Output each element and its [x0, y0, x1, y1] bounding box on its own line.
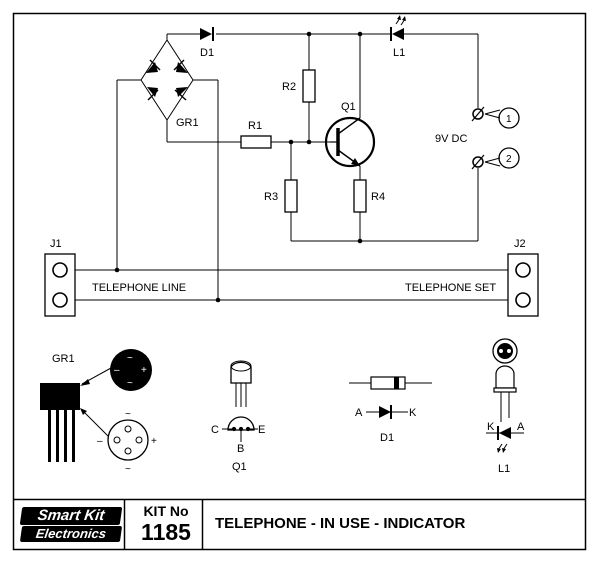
svg-text:~: ~	[127, 353, 133, 364]
label-terminal-1: 1	[506, 114, 512, 125]
pinout-gr1-plus: +	[151, 436, 157, 447]
pinout-q1-c: C	[211, 424, 219, 436]
pinout-l1-k: K	[487, 421, 495, 433]
label-r2: R2	[282, 81, 296, 93]
j2-connector	[507, 253, 539, 317]
kit-number-label: KIT No	[143, 503, 189, 519]
q1-transistor-symbol	[324, 116, 376, 168]
pinout-l1-a: A	[517, 421, 525, 433]
label-j1: J1	[50, 238, 62, 250]
pinout-d1-a: A	[355, 407, 363, 419]
pinout-d1-title: D1	[380, 432, 394, 444]
l1-package-drawing	[486, 338, 524, 453]
pinout-gr1-ac-top: ~	[125, 409, 131, 420]
d1-diode-symbol	[200, 27, 214, 41]
label-terminal-2: 2	[506, 154, 512, 165]
d1-package-drawing	[349, 376, 432, 419]
label-l1: L1	[393, 47, 405, 59]
svg-text:~: ~	[127, 378, 133, 389]
r3-resistor	[284, 179, 298, 213]
junction-dots	[114, 31, 363, 303]
pinout-gr1-minus: –	[97, 436, 103, 447]
pinout-q1-b: B	[237, 443, 244, 455]
label-supply: 9V DC	[435, 133, 467, 145]
gr1-package-drawing: ~ ~ – +	[40, 349, 152, 462]
label-j2: J2	[514, 238, 526, 250]
supply-terminals	[471, 106, 520, 170]
label-telephone-set: TELEPHONE SET	[405, 282, 496, 294]
r1-resistor	[240, 135, 272, 149]
smart-kit-logo: Smart Kit Electronics	[19, 507, 123, 543]
title-block: Smart Kit Electronics KIT No 1185 TELEPH…	[13, 499, 585, 549]
kit-number: 1185	[141, 519, 191, 545]
label-gr1: GR1	[176, 117, 199, 129]
pinout-l1-title: L1	[498, 463, 510, 475]
kit-title: TELEPHONE - IN USE - INDICATOR	[215, 515, 466, 532]
label-telephone-line: TELEPHONE LINE	[92, 282, 186, 294]
label-r1: R1	[248, 120, 262, 132]
label-r4: R4	[371, 191, 385, 203]
j1-connector	[44, 253, 76, 317]
svg-text:+: +	[141, 365, 147, 376]
svg-text:–: –	[114, 365, 120, 376]
q1-package-drawing	[222, 360, 258, 442]
pinout-q1-e: E	[258, 424, 265, 436]
logo-line-1: Smart Kit	[19, 507, 123, 525]
label-q1: Q1	[341, 101, 356, 113]
pinout-gr1-ac-bottom: ~	[125, 464, 131, 475]
pinout-d1-k: K	[409, 407, 417, 419]
label-r3: R3	[264, 191, 278, 203]
r4-resistor	[353, 179, 367, 213]
label-d1: D1	[200, 47, 214, 59]
wiring	[65, 33, 510, 301]
r2-resistor	[302, 69, 316, 103]
l1-led-symbol	[390, 15, 406, 41]
pinout-gr1-title: GR1	[52, 353, 75, 365]
sheet-frame	[12, 12, 587, 551]
pinout-q1-title: Q1	[232, 461, 247, 473]
gr1-bridge-symbol	[146, 59, 188, 101]
logo-line-2: Electronics	[19, 526, 123, 542]
